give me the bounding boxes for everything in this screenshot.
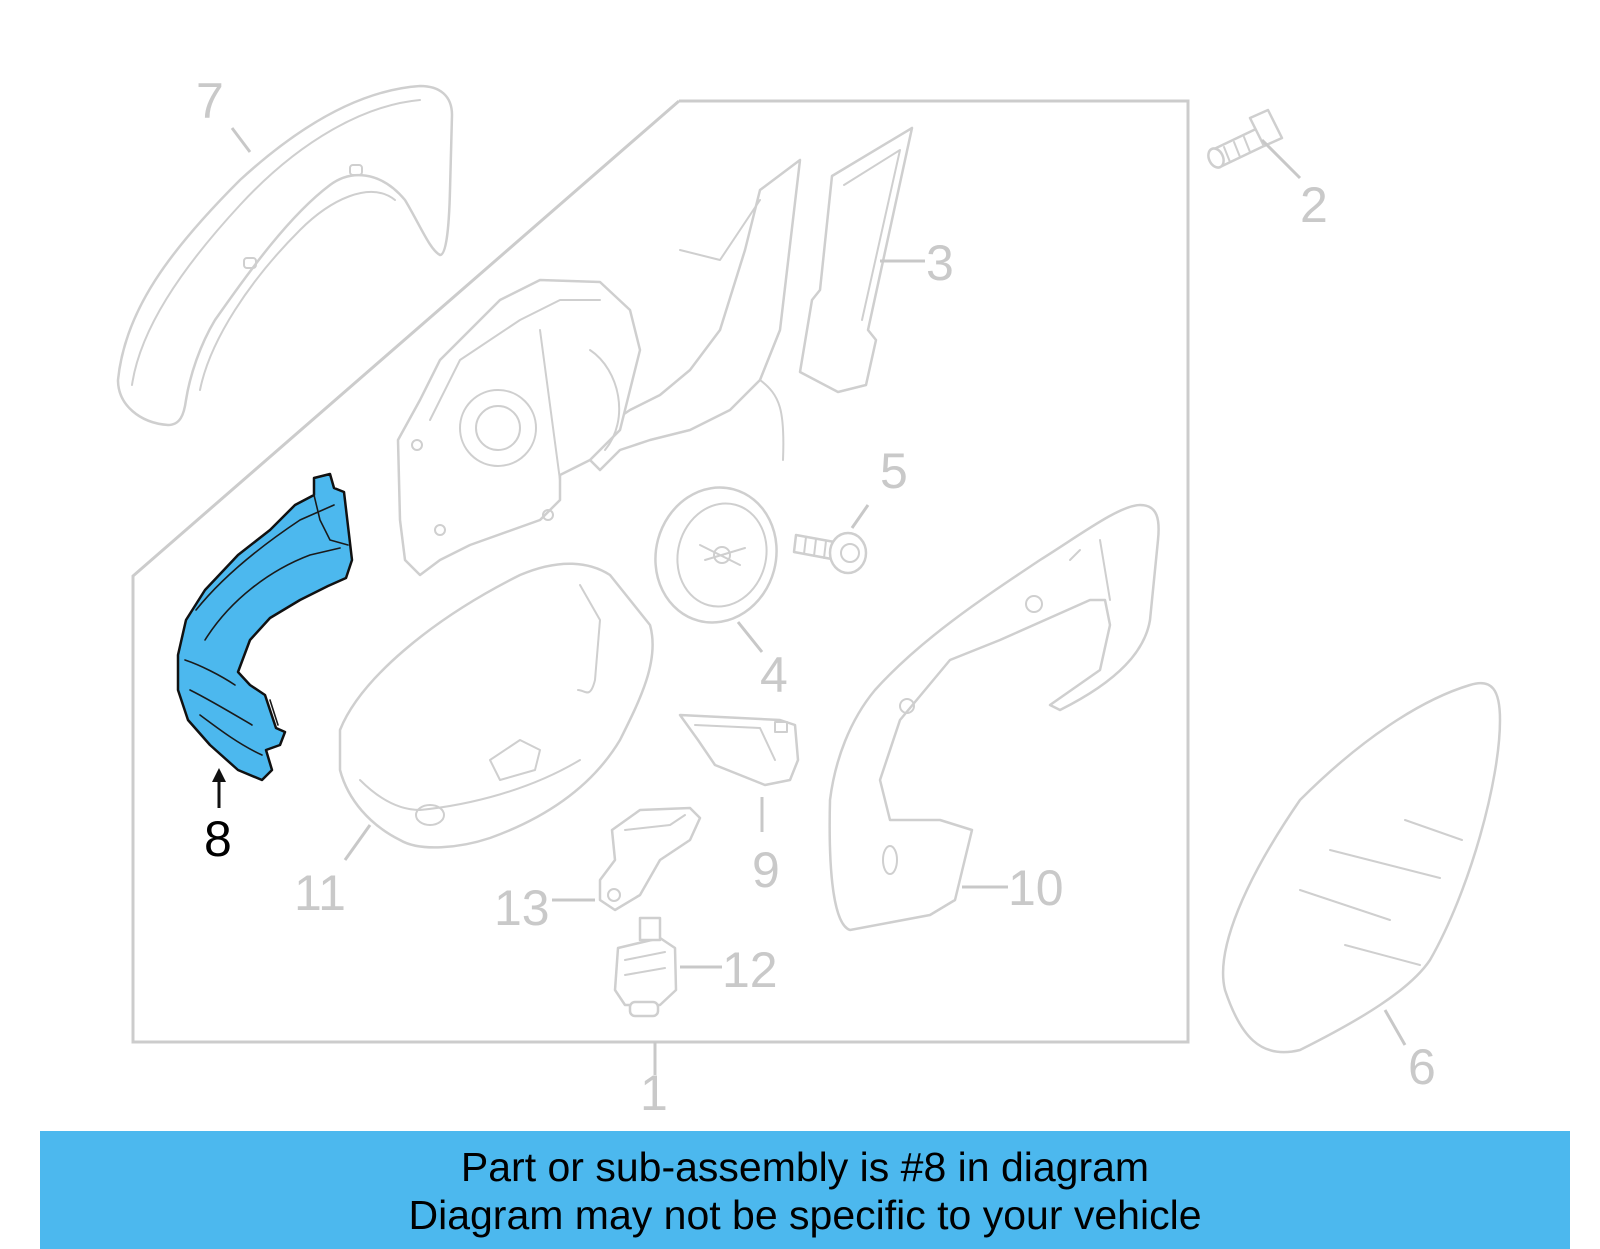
callout-13: 13 xyxy=(494,880,550,936)
part-1-mirror-body xyxy=(396,158,802,577)
banner-line-2: Diagram may not be specific to your vehi… xyxy=(408,1192,1202,1238)
part-3-glass-holder xyxy=(798,126,925,394)
callout-2: 2 xyxy=(1300,177,1328,233)
part-4-actuator xyxy=(654,486,778,653)
part-8-highlighted xyxy=(176,472,354,808)
callout-7: 7 xyxy=(196,73,224,129)
callout-3: 3 xyxy=(926,235,954,291)
leader-8-arrowhead xyxy=(212,768,226,782)
callout-9: 9 xyxy=(752,842,780,898)
assembly-frame xyxy=(131,99,1190,1044)
callout-6: 6 xyxy=(1408,1039,1436,1095)
callout-11: 11 xyxy=(294,865,346,921)
callout-8: 8 xyxy=(204,811,232,867)
banner-line-1: Part or sub-assembly is #8 in diagram xyxy=(460,1144,1150,1190)
callout-4: 4 xyxy=(760,647,788,703)
callout-5: 5 xyxy=(880,443,908,499)
part-2-bolt xyxy=(1207,108,1302,180)
part-11-lower-housing xyxy=(338,562,654,861)
part-9-bracket xyxy=(678,713,800,832)
part-5-screw xyxy=(792,504,870,575)
part-6-mirror-glass xyxy=(1221,681,1502,1054)
callout-1: 1 xyxy=(640,1065,668,1121)
info-banner: Part or sub-assembly is #8 in diagram Di… xyxy=(40,1131,1570,1249)
part-10-trim-frame xyxy=(828,503,1160,932)
part-7-mirror-cover xyxy=(116,84,454,427)
callout-12: 12 xyxy=(722,942,778,998)
part-12-switch xyxy=(613,916,722,1018)
part-13-mounting-bracket xyxy=(552,806,702,912)
callout-10: 10 xyxy=(1008,860,1064,916)
leader-7 xyxy=(230,127,252,153)
